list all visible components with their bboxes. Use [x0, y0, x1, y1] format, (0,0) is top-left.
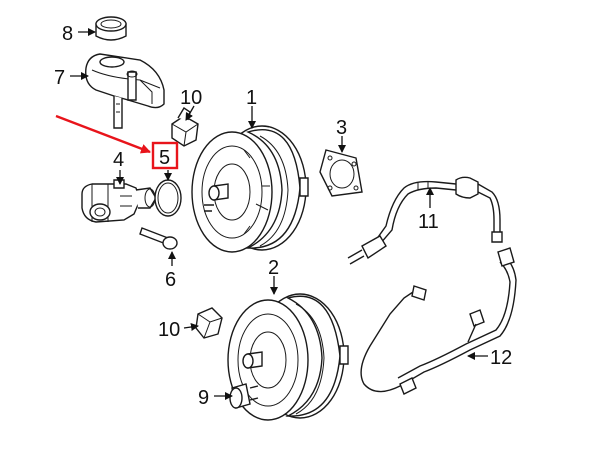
sensor-top — [171, 107, 199, 147]
callout-3: 3 — [336, 117, 347, 139]
callout-10-lower: 10 — [158, 319, 180, 341]
check-valve — [229, 383, 259, 409]
callout-labels: 8 7 10 1 3 4 5 6 11 2 10 9 12 — [54, 23, 512, 409]
callout-10-top: 10 — [180, 87, 202, 109]
bolt — [139, 227, 178, 250]
callout-2: 2 — [268, 257, 279, 279]
reservoir-cap — [95, 16, 127, 41]
callout-12: 12 — [490, 347, 512, 369]
callout-5: 5 — [159, 147, 170, 169]
fluid-reservoir — [85, 53, 165, 129]
highlight-box — [151, 141, 179, 170]
callout-6: 6 — [165, 269, 176, 291]
callout-4: 4 — [113, 149, 124, 171]
brake-booster-upper — [191, 125, 309, 253]
brake-booster-lower — [227, 293, 349, 421]
seal-ring — [154, 179, 182, 217]
vacuum-hose — [347, 176, 503, 265]
sensor-lower — [195, 307, 223, 339]
master-cylinder — [81, 179, 157, 223]
callout-1: 1 — [246, 87, 257, 109]
callout-8: 8 — [62, 23, 73, 45]
callout-7: 7 — [54, 67, 65, 89]
highlight-arrow — [55, 114, 151, 154]
callout-9: 9 — [198, 387, 209, 409]
sensor-harness — [360, 247, 517, 395]
callout-11: 11 — [418, 211, 439, 233]
callout-leaders — [70, 28, 488, 400]
booster-gasket — [319, 149, 363, 197]
